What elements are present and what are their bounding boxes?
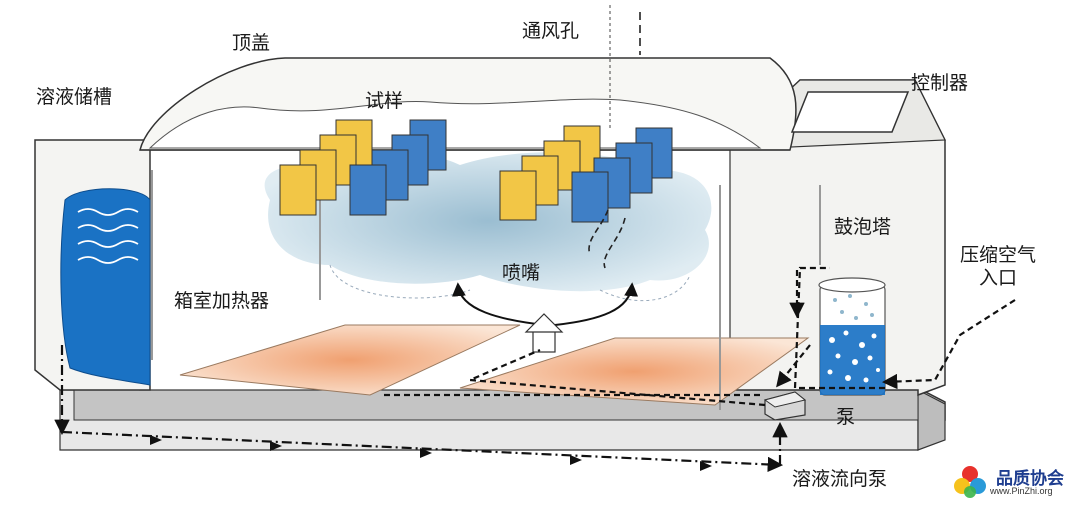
bubble-tower (818, 277, 886, 396)
logo-url: www.PinZhi.org (990, 486, 1053, 496)
chamber-posts (151, 170, 821, 410)
base-platform (59, 387, 946, 451)
label-solution-tank: 溶液储槽 (36, 86, 113, 108)
flow-arrowheads (150, 435, 712, 471)
solution-tank (60, 188, 151, 386)
label-compressed-air-line2: 入口 (979, 266, 1018, 289)
label-compressed-air-line1: 压缩空气 (960, 244, 1037, 266)
label-specimen: 试样 (365, 90, 404, 112)
pump (763, 391, 807, 421)
vent-lines (588, 5, 641, 269)
label-solution-pump: 溶液流向泵 (792, 468, 888, 490)
label-vent: 通风孔 (522, 20, 580, 42)
nozzle (524, 313, 564, 353)
logo-name: 品质协会 (996, 469, 1064, 489)
pinzhi-logo: 品质协会 www.PinZhi.org (950, 462, 1080, 502)
label-compressed-air: 压缩空气 入口 (960, 244, 1036, 290)
controller-panel (790, 91, 910, 133)
flow-lines (54, 266, 1016, 473)
label-controller: 控制器 (911, 72, 969, 94)
specimen-group-left (279, 119, 447, 216)
logo-flower-icon (954, 466, 986, 498)
nozzle-arrows (451, 282, 639, 326)
label-pump: 泵 (836, 406, 856, 428)
label-bubble-tower: 鼓泡塔 (834, 216, 892, 238)
specimen-group-right (499, 125, 673, 223)
label-top-cover: 顶盖 (232, 32, 271, 54)
label-chamber-heater: 箱室加热器 (174, 290, 270, 312)
label-nozzle: 喷嘴 (502, 262, 541, 284)
